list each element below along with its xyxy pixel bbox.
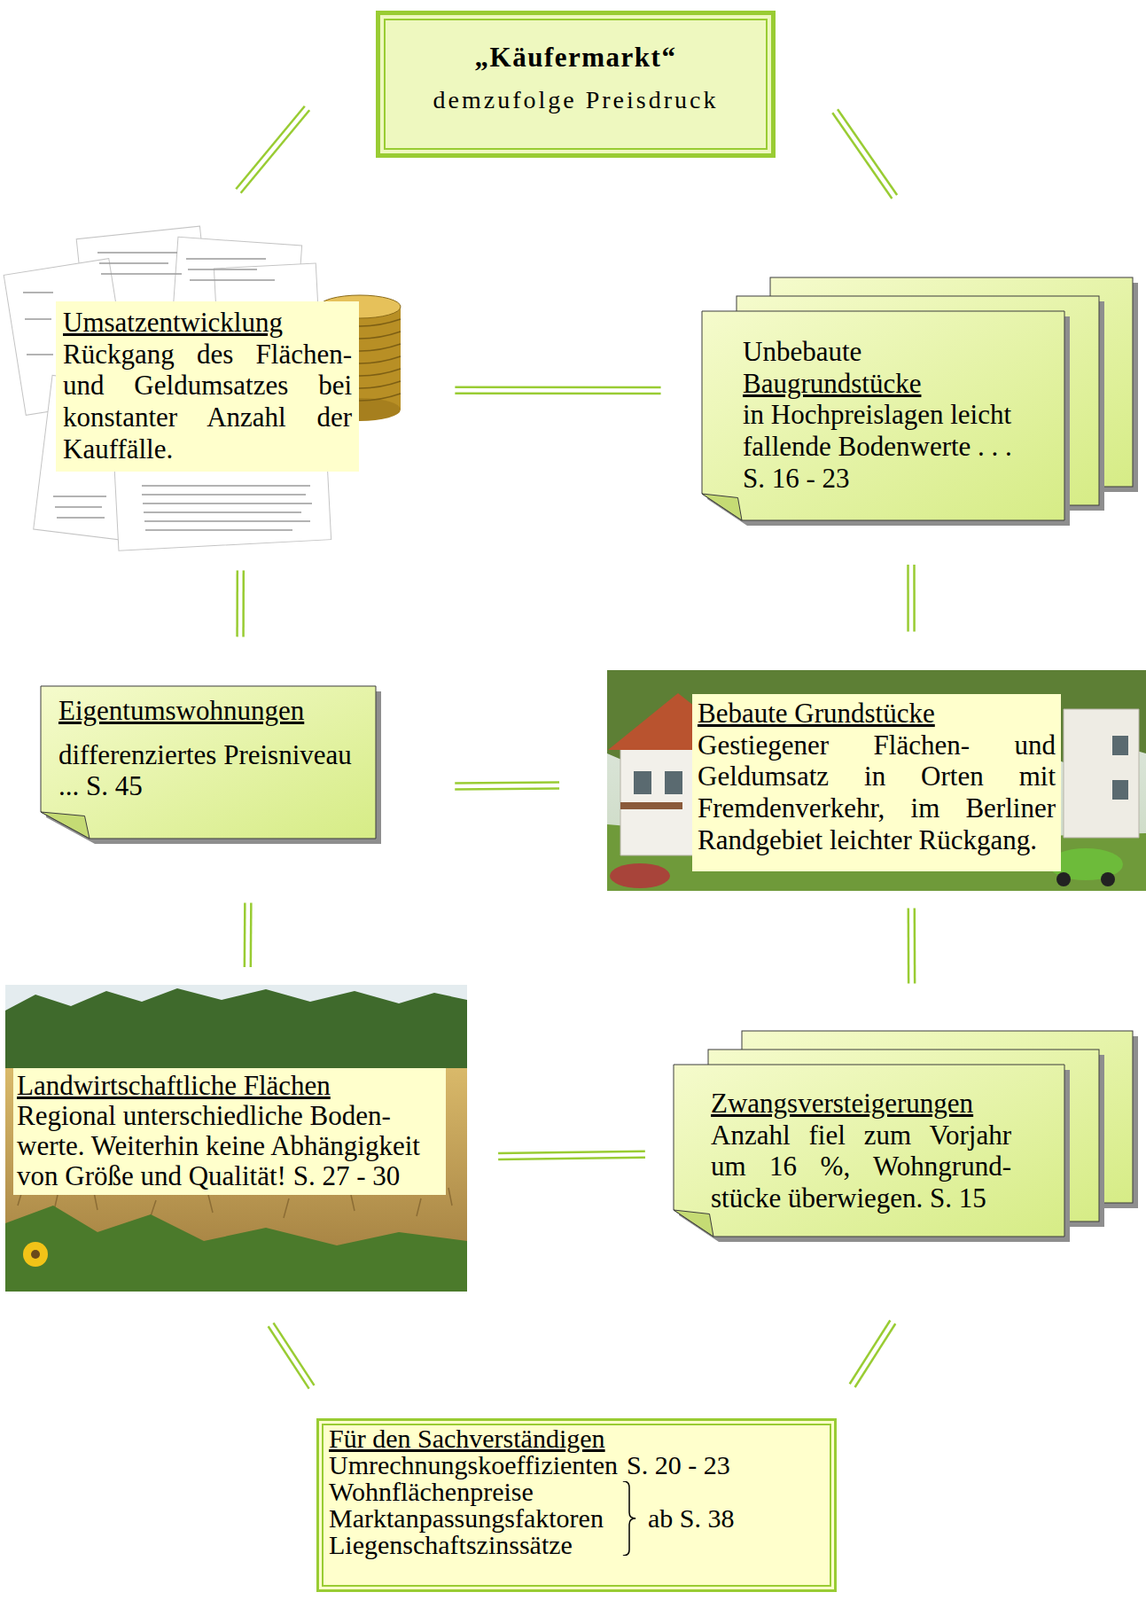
- double-connector: [849, 1319, 897, 1388]
- connector-line: [912, 564, 916, 632]
- photo-caption-box: Landwirtschaftliche FlächenRegional unte…: [13, 1068, 446, 1195]
- double-connector: [454, 387, 661, 394]
- double-connector: [244, 902, 252, 967]
- heading-text: Unbebaute: [742, 335, 1014, 368]
- connector-line: [454, 385, 661, 389]
- connector-line: [837, 109, 897, 195]
- connector-line: [849, 1319, 891, 1384]
- entry-text: Marktanpassungsfaktoren: [328, 1504, 618, 1532]
- body-text: Anzahl fiel zum Vorjahr um 16 %, Wohngru…: [710, 1119, 1012, 1215]
- heading-text: Zwangsversteigerungen: [710, 1087, 1012, 1120]
- connector-line: [498, 1151, 646, 1154]
- heading-text: Eigentumswohnungen: [58, 694, 366, 727]
- stacked-note: UnbebauteBaugrundstückein Hochpreislagen…: [701, 311, 1065, 521]
- sunflower: [23, 1241, 48, 1267]
- connector-line: [241, 569, 245, 637]
- stacked-note: ZwangsversteigerungenAnzahl fiel zum Vor…: [673, 1064, 1065, 1237]
- folded-corner: [673, 1209, 714, 1237]
- double-connector: [908, 564, 915, 632]
- house-window: [664, 771, 683, 795]
- brace-path: [623, 1481, 636, 1556]
- page-ref: ab S. 38: [644, 1504, 735, 1532]
- heading-text: Baugrundstücke: [742, 367, 1014, 400]
- double-connector: [268, 1322, 315, 1388]
- connector-line: [249, 903, 253, 968]
- expert-box: Für den SachverständigenUmrechnungskoeff…: [316, 1418, 837, 1592]
- entry-grid: Für den SachverständigenUmrechnungskoeff…: [328, 1425, 822, 1559]
- connector-line: [235, 569, 239, 637]
- connector-line: [855, 1323, 897, 1388]
- house-window: [1112, 735, 1129, 756]
- photo-sky: [607, 670, 1146, 891]
- connector-line: [832, 112, 892, 199]
- entry-text: Liegenschaftszinssätze: [328, 1531, 618, 1559]
- title-text: „Käufermarkt“: [389, 41, 763, 74]
- double-connector: [235, 106, 310, 194]
- connector-line: [906, 564, 910, 632]
- car-wheel: [1100, 872, 1115, 887]
- entry-text: Wohnflächenpreise: [328, 1478, 618, 1505]
- connector-line: [454, 391, 661, 395]
- folded-corner: [701, 493, 742, 521]
- photo-caption-box: Bebaute GrundstückeGestiegener Flächen- …: [692, 693, 1061, 872]
- subtitle-text: demzufolge Preisdruck: [389, 85, 763, 115]
- connector-line: [235, 106, 305, 189]
- sunflower-center: [31, 1249, 40, 1259]
- flower-bush: [609, 863, 671, 889]
- connector-line: [454, 787, 560, 790]
- house-balcony: [620, 802, 683, 810]
- double-connector: [237, 569, 244, 637]
- connector-line: [268, 1325, 310, 1388]
- house-window: [1112, 779, 1129, 800]
- body-text: in Hochpreislagen leicht fallende Bodenw…: [742, 398, 1014, 494]
- double-connector: [498, 1151, 646, 1160]
- connector-line: [272, 1322, 314, 1385]
- connector-line: [241, 109, 311, 193]
- info-box: UmsatzentwicklungRückgang des Flächen- u…: [55, 301, 359, 472]
- body-text: Rückgang des Flächen- und Geldumsatzes b…: [62, 338, 352, 466]
- title-box: „Käufermarkt“ demzufolge Preisdruck: [375, 10, 776, 158]
- body-text: Gestiegener Flächen- und Geldumsatz in O…: [697, 729, 1056, 857]
- connector-line: [907, 907, 911, 983]
- house-wall: [1063, 709, 1139, 838]
- body-text: differenziertes Preisniveau ... S. 45: [58, 739, 366, 803]
- connector-line: [243, 902, 247, 967]
- connector-line: [913, 907, 917, 983]
- connector-line: [454, 780, 560, 784]
- front-sheet: [40, 686, 376, 839]
- entry-text: Umrechnungskoeffizienten: [328, 1451, 618, 1479]
- house-window: [633, 771, 652, 795]
- front-sheet: [673, 1064, 1065, 1237]
- photo-trees: [5, 988, 468, 1077]
- photo-foliage: [5, 1205, 468, 1292]
- heading-text: Für den Sachverständigen: [328, 1425, 735, 1452]
- body-text: Regional unterschiedliche Boden- werte. …: [16, 1100, 443, 1192]
- heading-text: Bebaute Grundstücke: [697, 697, 1056, 730]
- heading-text: Umsatzentwicklung: [62, 306, 352, 339]
- heading-text: Landwirtschaftliche Flächen: [16, 1070, 443, 1101]
- double-connector: [454, 782, 560, 790]
- house-photo: [607, 670, 1146, 891]
- field-photo: [5, 984, 468, 1292]
- front-sheet: [701, 311, 1065, 521]
- double-connector: [908, 907, 915, 983]
- connector-line: [498, 1157, 646, 1160]
- double-connector: [832, 109, 897, 199]
- page-ref: S. 20 - 23: [617, 1451, 735, 1479]
- folded-corner: [40, 811, 90, 839]
- car-wheel: [1056, 872, 1071, 887]
- curly-brace: [621, 1481, 638, 1556]
- note-sheet: Eigentumswohnungen differenziertes Preisn…: [40, 686, 376, 839]
